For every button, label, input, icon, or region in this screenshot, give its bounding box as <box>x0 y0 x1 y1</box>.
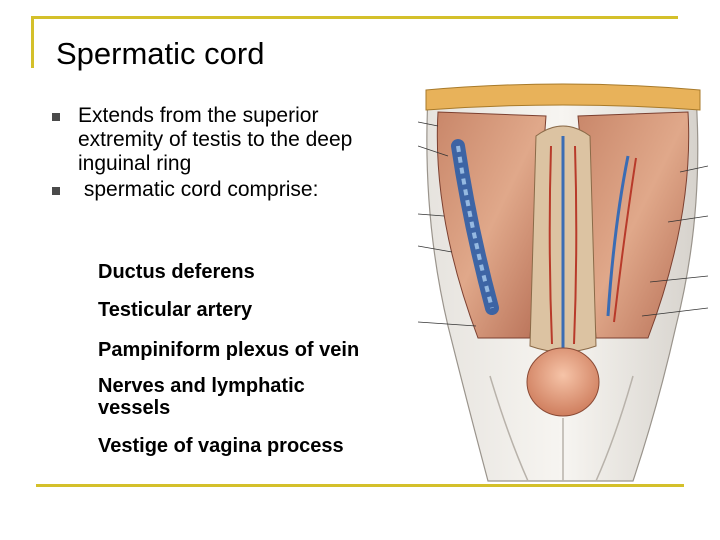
square-bullet-icon <box>52 187 60 195</box>
anatomical-illustration <box>418 83 708 482</box>
frame-bottom-line <box>36 484 684 487</box>
bullet-text: Extends from the superior extremity of t… <box>78 104 353 175</box>
component-item: Ductus deferens <box>98 261 255 283</box>
bullet-item: spermatic cord comprise: <box>52 178 382 202</box>
frame-left-line <box>31 16 34 68</box>
component-item: Nerves and lymphatic <box>98 375 305 397</box>
bullet-item: Extends from the superior extremity of t… <box>52 104 382 176</box>
square-bullet-icon <box>52 113 60 121</box>
component-item: Vestige of vagina process <box>98 435 344 457</box>
component-item: Pampiniform plexus of vein <box>98 339 360 361</box>
frame-top-line <box>33 16 678 19</box>
component-item: Testicular artery <box>98 299 253 321</box>
component-item: vessels <box>98 397 171 419</box>
bullet-text: spermatic cord comprise: <box>78 178 319 201</box>
slide-title: Spermatic cord <box>56 36 265 71</box>
bullet-list: Extends from the superior extremity of t… <box>52 104 382 204</box>
